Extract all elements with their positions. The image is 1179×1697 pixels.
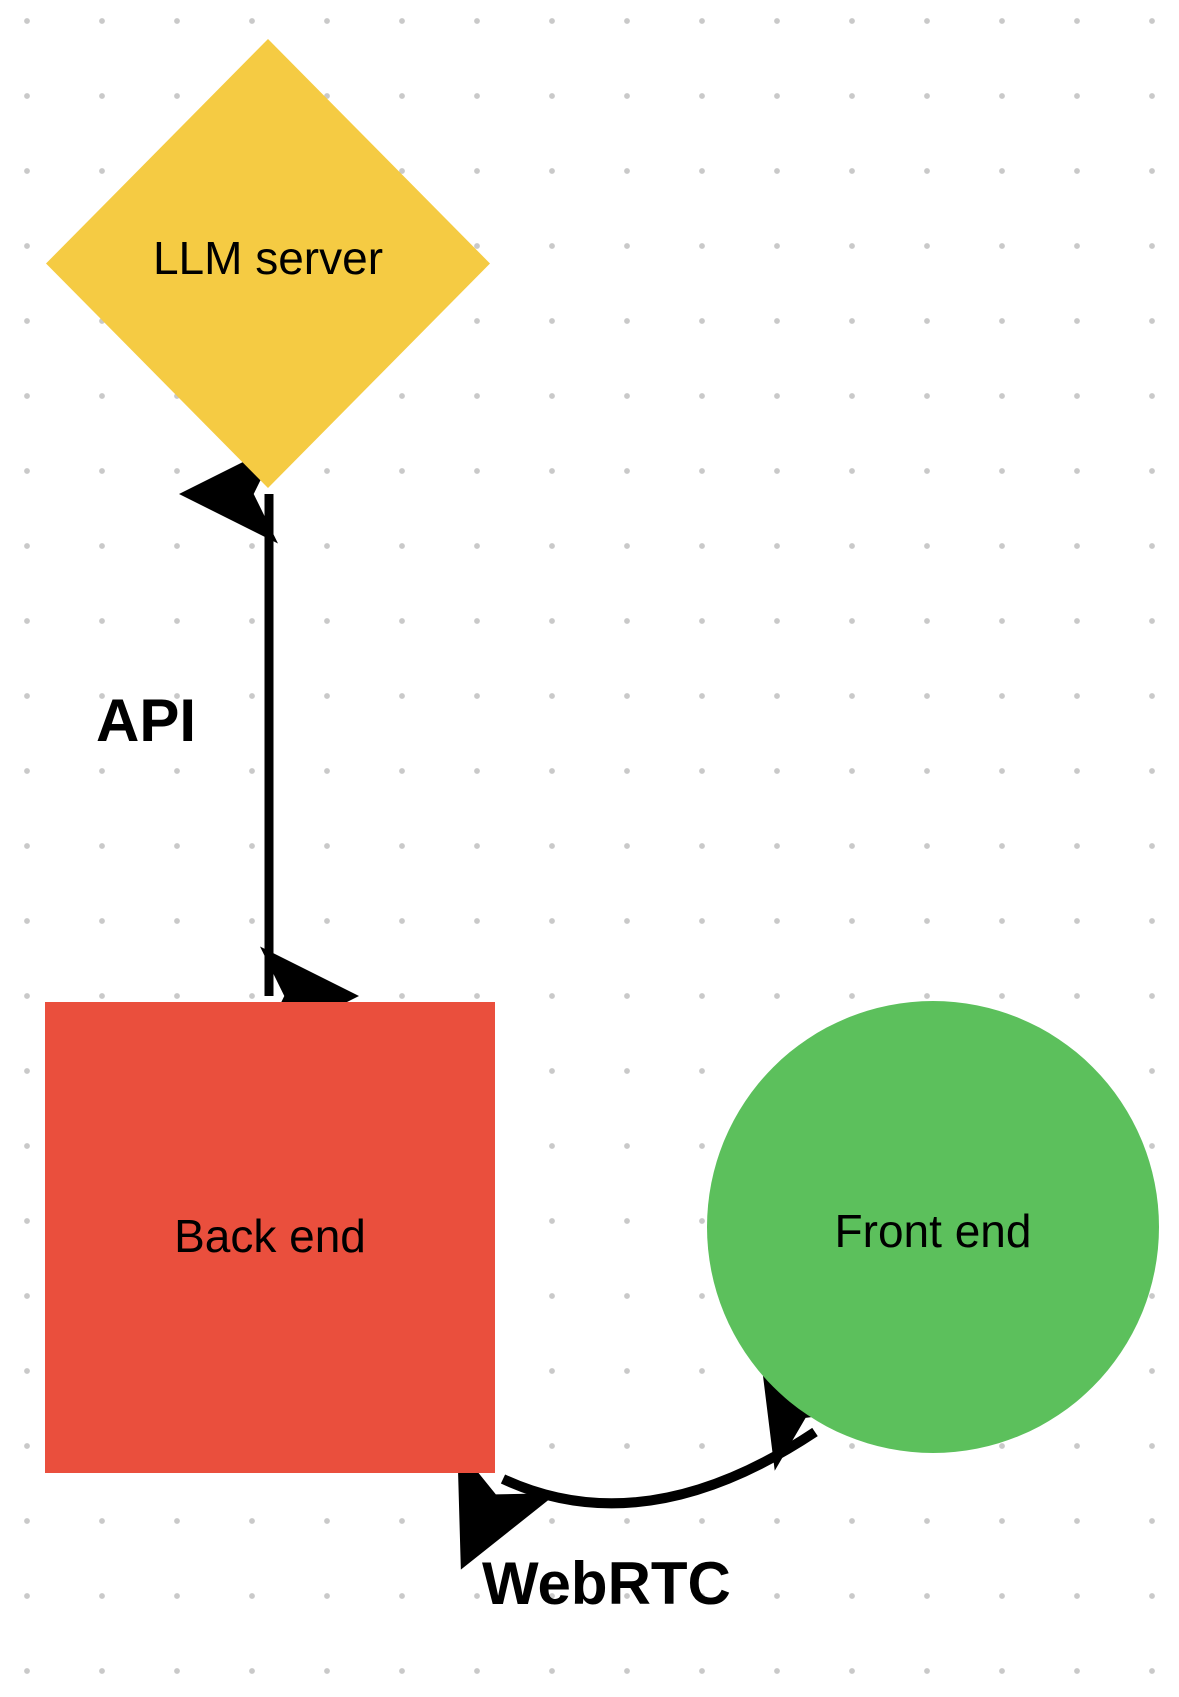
node-front-end-label: Front end (834, 1205, 1032, 1257)
node-back-end[interactable]: Back end (45, 1002, 495, 1473)
diamond-shape (46, 39, 490, 488)
edge-label-webrtc: WebRTC (482, 1550, 731, 1617)
node-back-end-label: Back end (174, 1210, 366, 1262)
edge-label-api: API (96, 687, 197, 754)
node-llm-server[interactable]: LLM server (46, 39, 490, 488)
node-front-end[interactable]: Front end (707, 1001, 1159, 1453)
webrtc-arrow-path (457, 1348, 867, 1570)
